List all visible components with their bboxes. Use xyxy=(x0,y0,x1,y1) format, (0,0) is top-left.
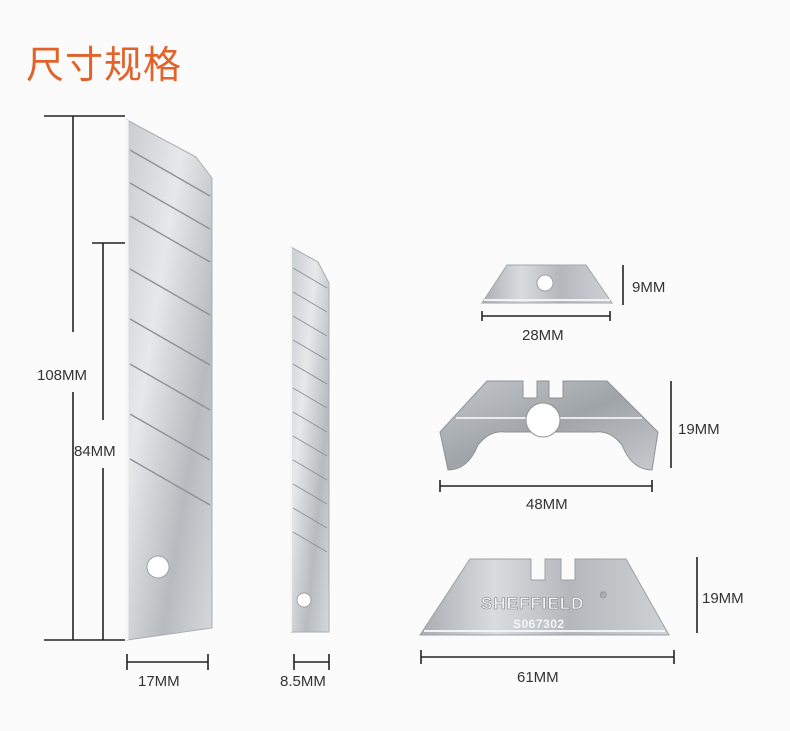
dim-label-9: 9MM xyxy=(632,279,666,296)
utility-blade-code: S067302 xyxy=(513,617,565,631)
dim-label-28: 28MM xyxy=(522,327,564,344)
large-blade-hole xyxy=(146,555,170,579)
utility-blade xyxy=(419,558,670,636)
dim-label-19-hook: 19MM xyxy=(678,421,720,438)
dim-label-61: 61MM xyxy=(517,669,559,686)
small-blade-score-lines xyxy=(292,267,328,553)
dim-label-48: 48MM xyxy=(526,496,568,513)
hook-blade xyxy=(439,380,659,471)
dim-label-17: 17MM xyxy=(138,673,180,690)
dim-label-8-5: 8.5MM xyxy=(280,673,326,690)
large-blade-score-lines xyxy=(129,149,211,506)
dim-label-19-utility: 19MM xyxy=(702,590,744,607)
page-title: 尺寸规格 xyxy=(26,43,183,87)
large-snap-blade xyxy=(125,119,213,641)
dimension-lines xyxy=(44,115,698,670)
small-trapezoid-blade xyxy=(481,264,613,304)
utility-blade-registered-mark: ® xyxy=(600,590,607,600)
small-snap-blade xyxy=(290,246,330,633)
small-blade-hole xyxy=(296,592,312,608)
utility-blade-brand: SHEFFIELD xyxy=(481,594,584,613)
dim-label-84: 84MM xyxy=(74,443,116,460)
dim-label-108: 108MM xyxy=(37,367,88,384)
